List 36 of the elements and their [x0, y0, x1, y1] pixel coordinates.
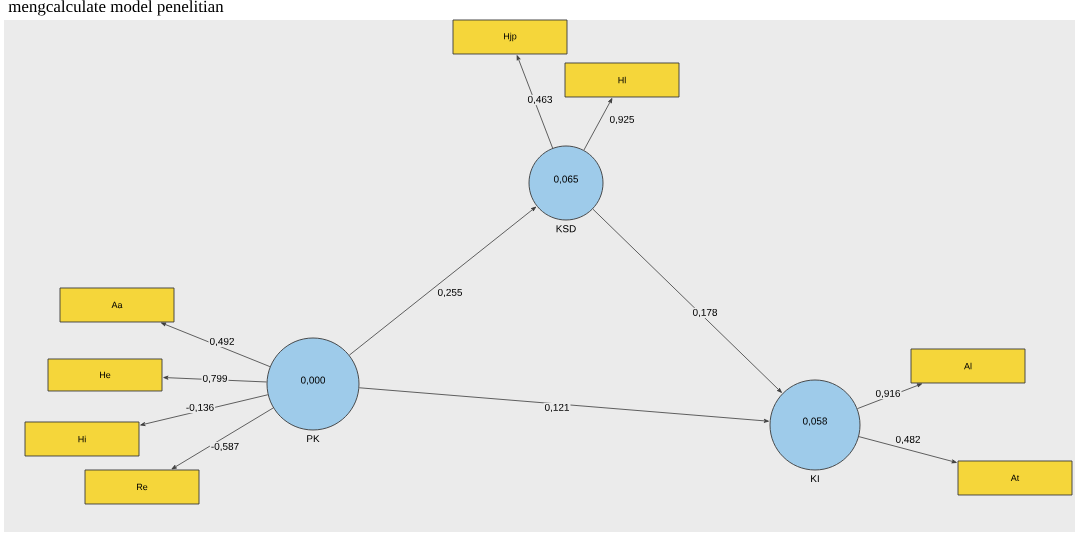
- heading-text: mengcalculate model penelitian: [8, 0, 224, 16]
- indicator-box: Aa: [59, 287, 175, 323]
- arrow: [171, 407, 274, 470]
- edge-label: -0,587: [209, 441, 241, 453]
- arrow: [592, 208, 782, 393]
- circle-node: 0,065: [528, 145, 604, 221]
- edge-label: 0,482: [894, 434, 922, 446]
- circle-node: 0,000: [266, 337, 360, 431]
- indicator-box: Hl: [564, 62, 680, 98]
- arrow: [140, 394, 269, 426]
- node-caption: KI: [811, 475, 819, 483]
- edge-label: -0,136: [184, 402, 216, 414]
- edge-label: 0,178: [691, 307, 719, 319]
- edge-label: 0,463: [526, 94, 554, 106]
- arrow: [858, 436, 957, 464]
- node-caption: PK: [307, 435, 320, 443]
- arrow: [160, 322, 271, 368]
- edge-label: 0,925: [608, 114, 636, 126]
- edge-label: 0,492: [208, 336, 236, 348]
- arrow: [516, 55, 553, 149]
- arrow: [348, 206, 537, 356]
- arrow: [583, 98, 613, 151]
- edge-label: 0,255: [436, 287, 464, 299]
- edge-label: 0,799: [201, 373, 229, 385]
- circle-node: 0,058: [769, 379, 861, 471]
- arrow: [358, 387, 769, 423]
- indicator-box: Re: [84, 469, 200, 505]
- indicator-box: He: [47, 358, 163, 392]
- arrow: [857, 383, 923, 410]
- edge-label: 0,916: [874, 388, 902, 400]
- indicator-box: Hjp: [452, 19, 568, 55]
- indicator-box: At: [957, 460, 1073, 496]
- node-caption: KSD: [556, 225, 576, 233]
- indicator-box: Hi: [24, 421, 140, 457]
- edge-label: 0,121: [543, 402, 571, 414]
- indicator-box: Al: [910, 348, 1026, 384]
